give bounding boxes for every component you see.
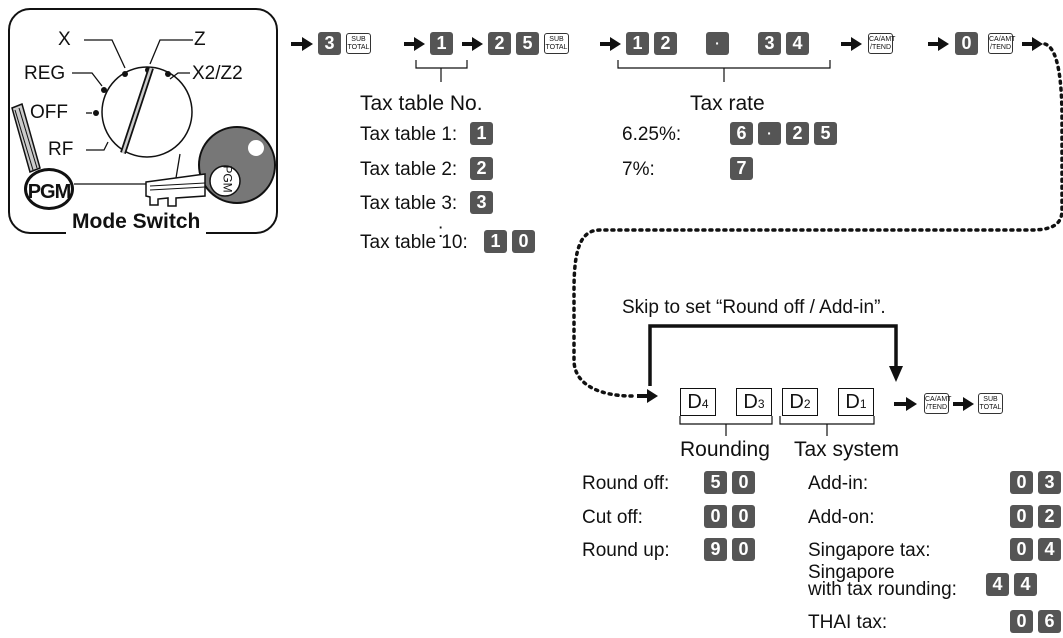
mode-z-label: Z <box>194 29 206 50</box>
tax-table-10-label: Tax table 10: <box>360 232 468 253</box>
key-3: 3 <box>1038 471 1061 494</box>
ca-amt-key-line2: /TEND <box>926 403 947 411</box>
singapore-rounding-label-2: with tax rounding: <box>808 579 957 600</box>
key-4: 4 <box>1014 573 1037 596</box>
key-2: 2 <box>1038 505 1061 528</box>
subtotal-key-line1: SUB <box>983 395 998 403</box>
key-0: 0 <box>704 505 727 528</box>
key-5: 5 <box>814 122 837 145</box>
mode-reg-label: REG <box>24 63 66 84</box>
mode-switch-diagram <box>11 39 276 207</box>
key-0: 0 <box>732 538 755 561</box>
digit-box-d4: D4 <box>680 388 716 416</box>
tax-table-ellipsis: : <box>438 221 444 242</box>
key-2: 2 <box>470 157 493 180</box>
digit-box-d3-main: D <box>743 391 758 413</box>
skip-note: Skip to set “Round off / Add-in”. <box>622 297 886 318</box>
subtotal-key-line2: TOTAL <box>545 43 568 51</box>
key-0: 0 <box>732 471 755 494</box>
digit-box-d1-main: D <box>845 391 860 413</box>
key-1: 1 <box>626 32 649 55</box>
key-2: 2 <box>488 32 511 55</box>
subtotal-key: SUB TOTAL <box>346 33 371 54</box>
digit-box-d4-main: D <box>687 391 702 413</box>
mode-off-label: OFF <box>30 102 68 123</box>
key-0: 0 <box>1010 505 1033 528</box>
key-6: 6 <box>730 122 753 145</box>
key-0: 0 <box>732 505 755 528</box>
digit-box-d3-sub: 3 <box>757 397 765 411</box>
key-3: 3 <box>470 191 493 214</box>
key-2: 2 <box>786 122 809 145</box>
digit-box-d2-sub: 2 <box>803 397 811 411</box>
key-5: 5 <box>704 471 727 494</box>
key-4: 4 <box>1038 538 1061 561</box>
key-7: 7 <box>730 157 753 180</box>
mode-x2z2-label: X2/Z2 <box>192 63 243 84</box>
ca-amt-tend-key: CA/AMT /TEND <box>868 33 896 54</box>
digit-box-d1-sub: 1 <box>859 397 867 411</box>
key-6: 6 <box>1038 610 1061 633</box>
tax-system-heading: Tax system <box>794 438 900 461</box>
mode-rf-label: RF <box>48 139 74 160</box>
key-4: 4 <box>986 573 1009 596</box>
key-4: 4 <box>786 32 809 55</box>
ca-amt-key-line1: CA/AMT <box>989 35 1016 43</box>
singapore-tax-label: Singapore tax: <box>808 540 931 561</box>
round-up-label: Round up: <box>582 540 670 561</box>
digit-box-d2-main: D <box>789 391 804 413</box>
digit-box-d4-sub: 4 <box>701 397 709 411</box>
add-on-label: Add-on: <box>808 507 875 528</box>
subtotal-key-line2: TOTAL <box>347 43 370 51</box>
rounding-heading: Rounding <box>680 438 770 461</box>
key-1: 1 <box>430 32 453 55</box>
tax-table-3-label: Tax table 3: <box>360 193 458 214</box>
key-5: 5 <box>516 32 539 55</box>
tax-table-1-label: Tax table 1: <box>360 124 458 145</box>
add-in-label: Add-in: <box>808 473 869 494</box>
key-0: 0 <box>1010 610 1033 633</box>
key-2: 2 <box>654 32 677 55</box>
ca-amt-key-line1: CA/AMT <box>925 395 952 403</box>
tax-table-heading: Tax table No. <box>360 92 483 115</box>
key-0: 0 <box>512 230 535 253</box>
subtotal-key: SUB TOTAL <box>978 393 1003 414</box>
tax-rate-heading: Tax rate <box>690 92 765 115</box>
subtotal-key: SUB TOTAL <box>544 33 569 54</box>
key-1: 1 <box>470 122 493 145</box>
singapore-rounding-label-1: Singapore <box>808 562 895 583</box>
ca-amt-key-line2: /TEND <box>870 43 891 51</box>
mode-pgm-label: PGM <box>24 168 74 210</box>
key-1: 1 <box>484 230 507 253</box>
digit-box-d1: D1 <box>838 388 874 416</box>
digit-box-d2: D2 <box>782 388 818 416</box>
key-decimal: · <box>706 32 729 55</box>
subtotal-key-line1: SUB <box>351 35 366 43</box>
ca-amt-tend-key: CA/AMT /TEND <box>988 33 1016 54</box>
round-off-label: Round off: <box>582 473 670 494</box>
key-decimal: · <box>758 122 781 145</box>
key-0: 0 <box>955 32 978 55</box>
key-3: 3 <box>758 32 781 55</box>
subtotal-key-line2: TOTAL <box>979 403 1002 411</box>
subtotal-key-line1: SUB <box>549 35 564 43</box>
mode-x-label: X <box>58 29 71 50</box>
ca-amt-key-line2: /TEND <box>990 43 1011 51</box>
mode-switch-title: Mode Switch <box>66 210 207 234</box>
key-0: 0 <box>1010 538 1033 561</box>
key-0: 0 <box>1010 471 1033 494</box>
thai-tax-label: THAI tax: <box>808 612 888 633</box>
cut-off-label: Cut off: <box>582 507 643 528</box>
ca-amt-key-line1: CA/AMT <box>869 35 896 43</box>
tax-rate-6-25-label: 6.25%: <box>622 124 682 145</box>
tax-table-2-label: Tax table 2: <box>360 159 458 180</box>
key-3: 3 <box>318 32 341 55</box>
ca-amt-tend-key: CA/AMT /TEND <box>924 393 952 414</box>
digit-box-d3: D3 <box>736 388 772 416</box>
key-9: 9 <box>704 538 727 561</box>
tax-rate-7-label: 7%: <box>622 159 655 180</box>
